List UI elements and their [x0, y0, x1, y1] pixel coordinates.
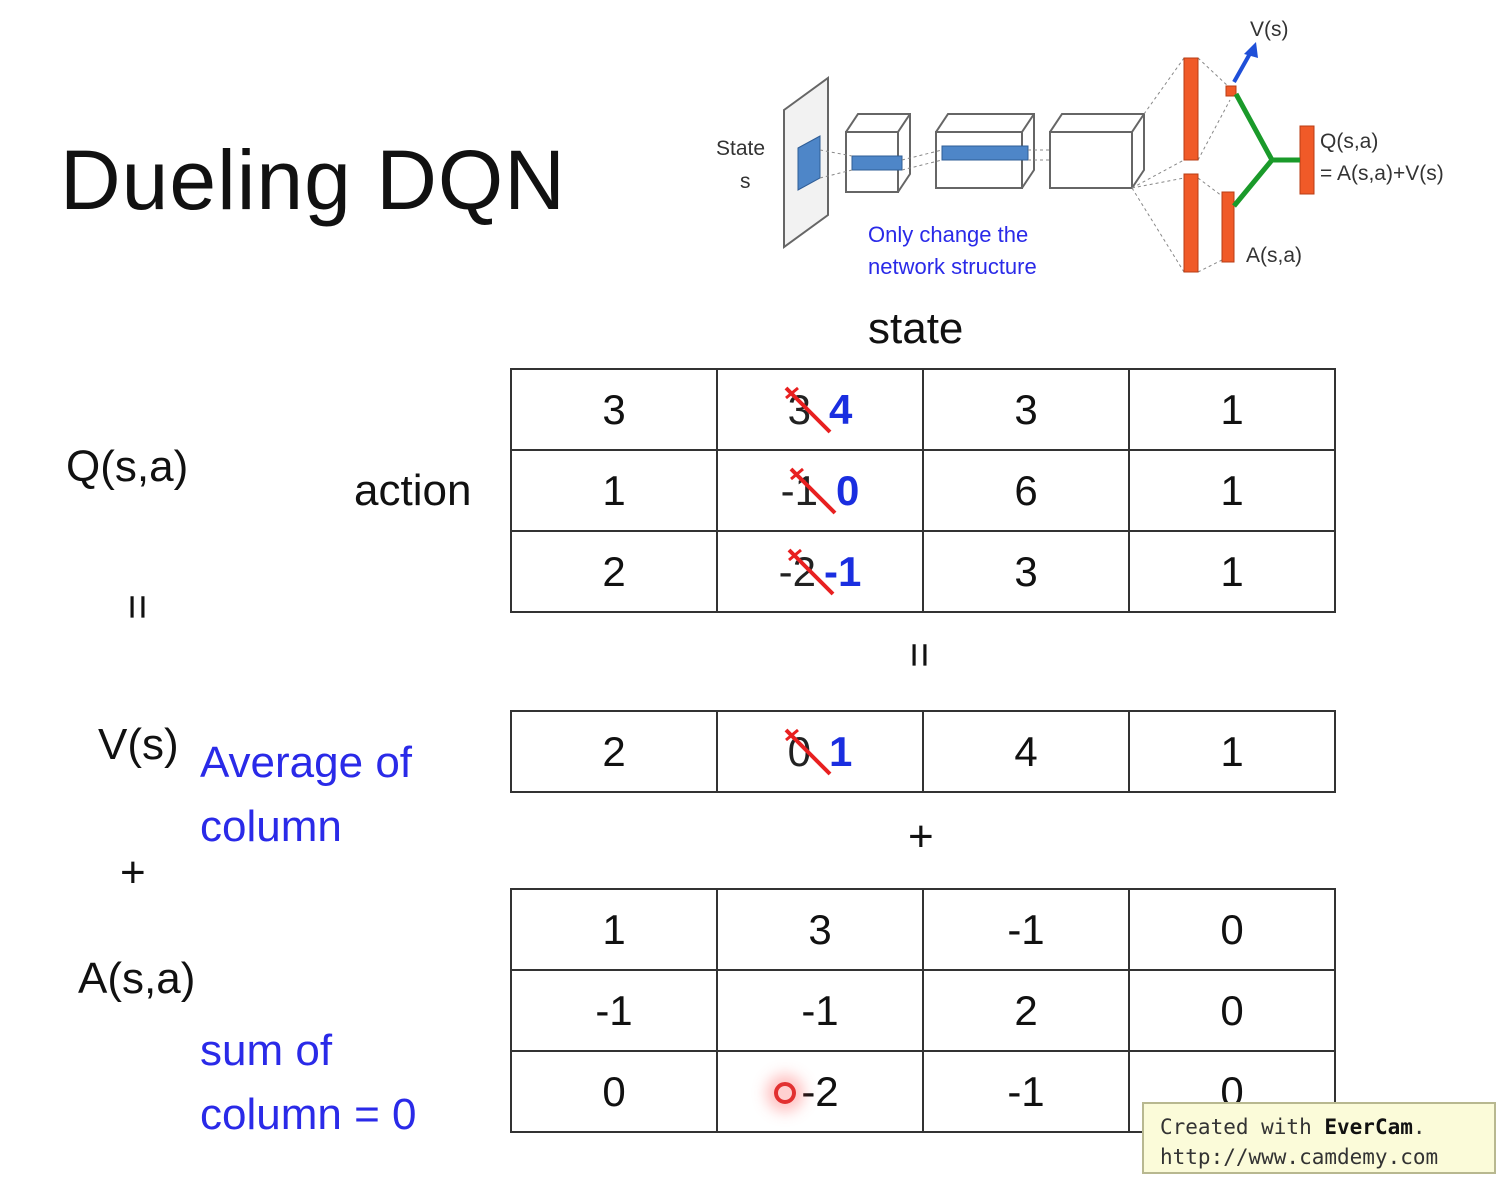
table-cell-corrected: 3 4 [716, 368, 924, 451]
equals-mid: = [894, 642, 944, 668]
cursor-pointer-icon [774, 1082, 796, 1104]
note-average-1: Average of [200, 738, 413, 787]
table-cell: -1 [716, 969, 924, 1052]
table-cell: 1 [510, 888, 718, 971]
table-cell: 1 [1128, 530, 1336, 613]
state-label-1: State [716, 137, 765, 160]
table-cell: 1 [510, 449, 718, 532]
advantage-output [1221, 191, 1235, 263]
corrected-value: -1 [824, 547, 862, 595]
table-row: 2 -2 -1 3 1 [510, 530, 1336, 613]
fc-advantage-stream [1183, 173, 1199, 273]
table-cell: -1 [922, 1050, 1130, 1133]
table-cell: 0 [1128, 888, 1336, 971]
strike-mark [789, 467, 837, 514]
q-label-2: = A(s,a)+V(s) [1320, 162, 1444, 185]
corrected-value: 0 [836, 466, 860, 514]
a-table: 1 3 -1 0 -1 -1 2 0 0 -2 -1 0 [510, 888, 1336, 1133]
table-cell: 3 [922, 368, 1130, 451]
table-cell: 6 [922, 449, 1130, 532]
table-cell: 0 [510, 1050, 718, 1133]
state-axis-label: state [868, 304, 964, 353]
q-table: 3 3 4 3 1 1 -1 0 6 1 2 -2 -1 3 1 [510, 368, 1336, 613]
table-cell: 0 [1128, 969, 1336, 1052]
diagram-note-1: Only change the [868, 222, 1028, 247]
v-label-left: V(s) [98, 720, 179, 769]
equals-left: = [112, 594, 162, 620]
table-cell: 4 [922, 710, 1130, 793]
network-diagram: State s V(s) Q(s,a) = A(s,a)+V(s) A(s,a)… [716, 18, 1444, 279]
evercam-watermark: Created with EverCam. http://www.camdemy… [1142, 1102, 1496, 1174]
strike-mark [787, 548, 835, 595]
table-cell: 1 [1128, 449, 1336, 532]
table-row: 1 3 -1 0 [510, 888, 1336, 971]
a-label-left: A(s,a) [78, 954, 196, 1003]
plus-mid: + [908, 812, 934, 861]
table-cell-corrected: 0 1 [716, 710, 924, 793]
corrected-value: 1 [829, 727, 853, 775]
table-cell: 3 [716, 888, 924, 971]
table-cell: 2 [922, 969, 1130, 1052]
table-row: 2 0 1 4 1 [510, 710, 1336, 793]
watermark-url: http://www.camdemy.com [1160, 1145, 1439, 1169]
q-output [1299, 125, 1315, 195]
watermark-prefix: Created with [1160, 1115, 1325, 1139]
v-label: V(s) [1250, 18, 1289, 41]
table-row: 1 -1 0 6 1 [510, 449, 1336, 532]
table-cell: 1 [1128, 368, 1336, 451]
table-cell-corrected: -1 0 [716, 449, 924, 532]
note-sum-1: sum of [200, 1026, 333, 1075]
q-label: Q(s,a) [66, 442, 189, 491]
table-cell: 2 [510, 530, 718, 613]
diagram-note-2: network structure [868, 254, 1037, 279]
strike-mark [784, 386, 832, 433]
table-cell: -1 [922, 888, 1130, 971]
table-cell: 1 [1128, 710, 1336, 793]
corrected-value: 4 [829, 385, 853, 433]
table-cell: -1 [510, 969, 718, 1052]
fc-value-stream [1183, 57, 1199, 161]
q-label-1: Q(s,a) [1320, 130, 1378, 153]
v-table: 2 0 1 4 1 [510, 710, 1336, 793]
table-cell-corrected: -2 -1 [716, 530, 924, 613]
table-cell: 2 [510, 710, 718, 793]
table-row: -1 -1 2 0 [510, 969, 1336, 1052]
plus-left: + [120, 848, 146, 897]
note-sum-2: column = 0 [200, 1090, 417, 1139]
state-label-2: s [740, 170, 751, 193]
table-cell: 3 [510, 368, 718, 451]
action-axis-label: action [354, 466, 472, 515]
watermark-brand: EverCam [1324, 1115, 1413, 1139]
strike-mark [784, 728, 832, 775]
note-average-2: column [200, 802, 342, 851]
value-output [1225, 85, 1237, 97]
a-label: A(s,a) [1246, 244, 1302, 267]
slide-title: Dueling DQN [60, 133, 566, 227]
table-row: 3 3 4 3 1 [510, 368, 1336, 451]
watermark-suffix: . [1412, 1115, 1426, 1139]
table-cell: -2 [716, 1050, 924, 1133]
table-cell: 3 [922, 530, 1130, 613]
